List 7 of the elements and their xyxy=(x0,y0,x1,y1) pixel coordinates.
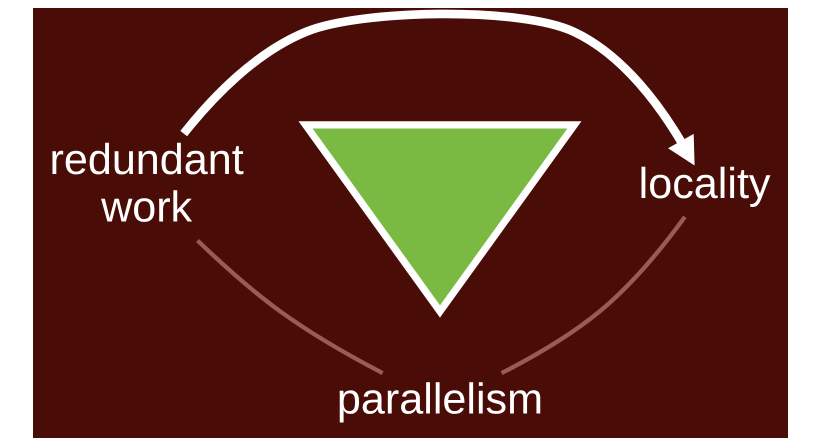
connector xyxy=(196,238,384,376)
node-text: parallelism xyxy=(336,376,544,424)
arrow xyxy=(180,10,695,166)
node-text: locality xyxy=(638,160,771,208)
node-triangle xyxy=(298,121,582,318)
node-text: redundant work xyxy=(49,136,244,232)
connector xyxy=(500,216,687,375)
